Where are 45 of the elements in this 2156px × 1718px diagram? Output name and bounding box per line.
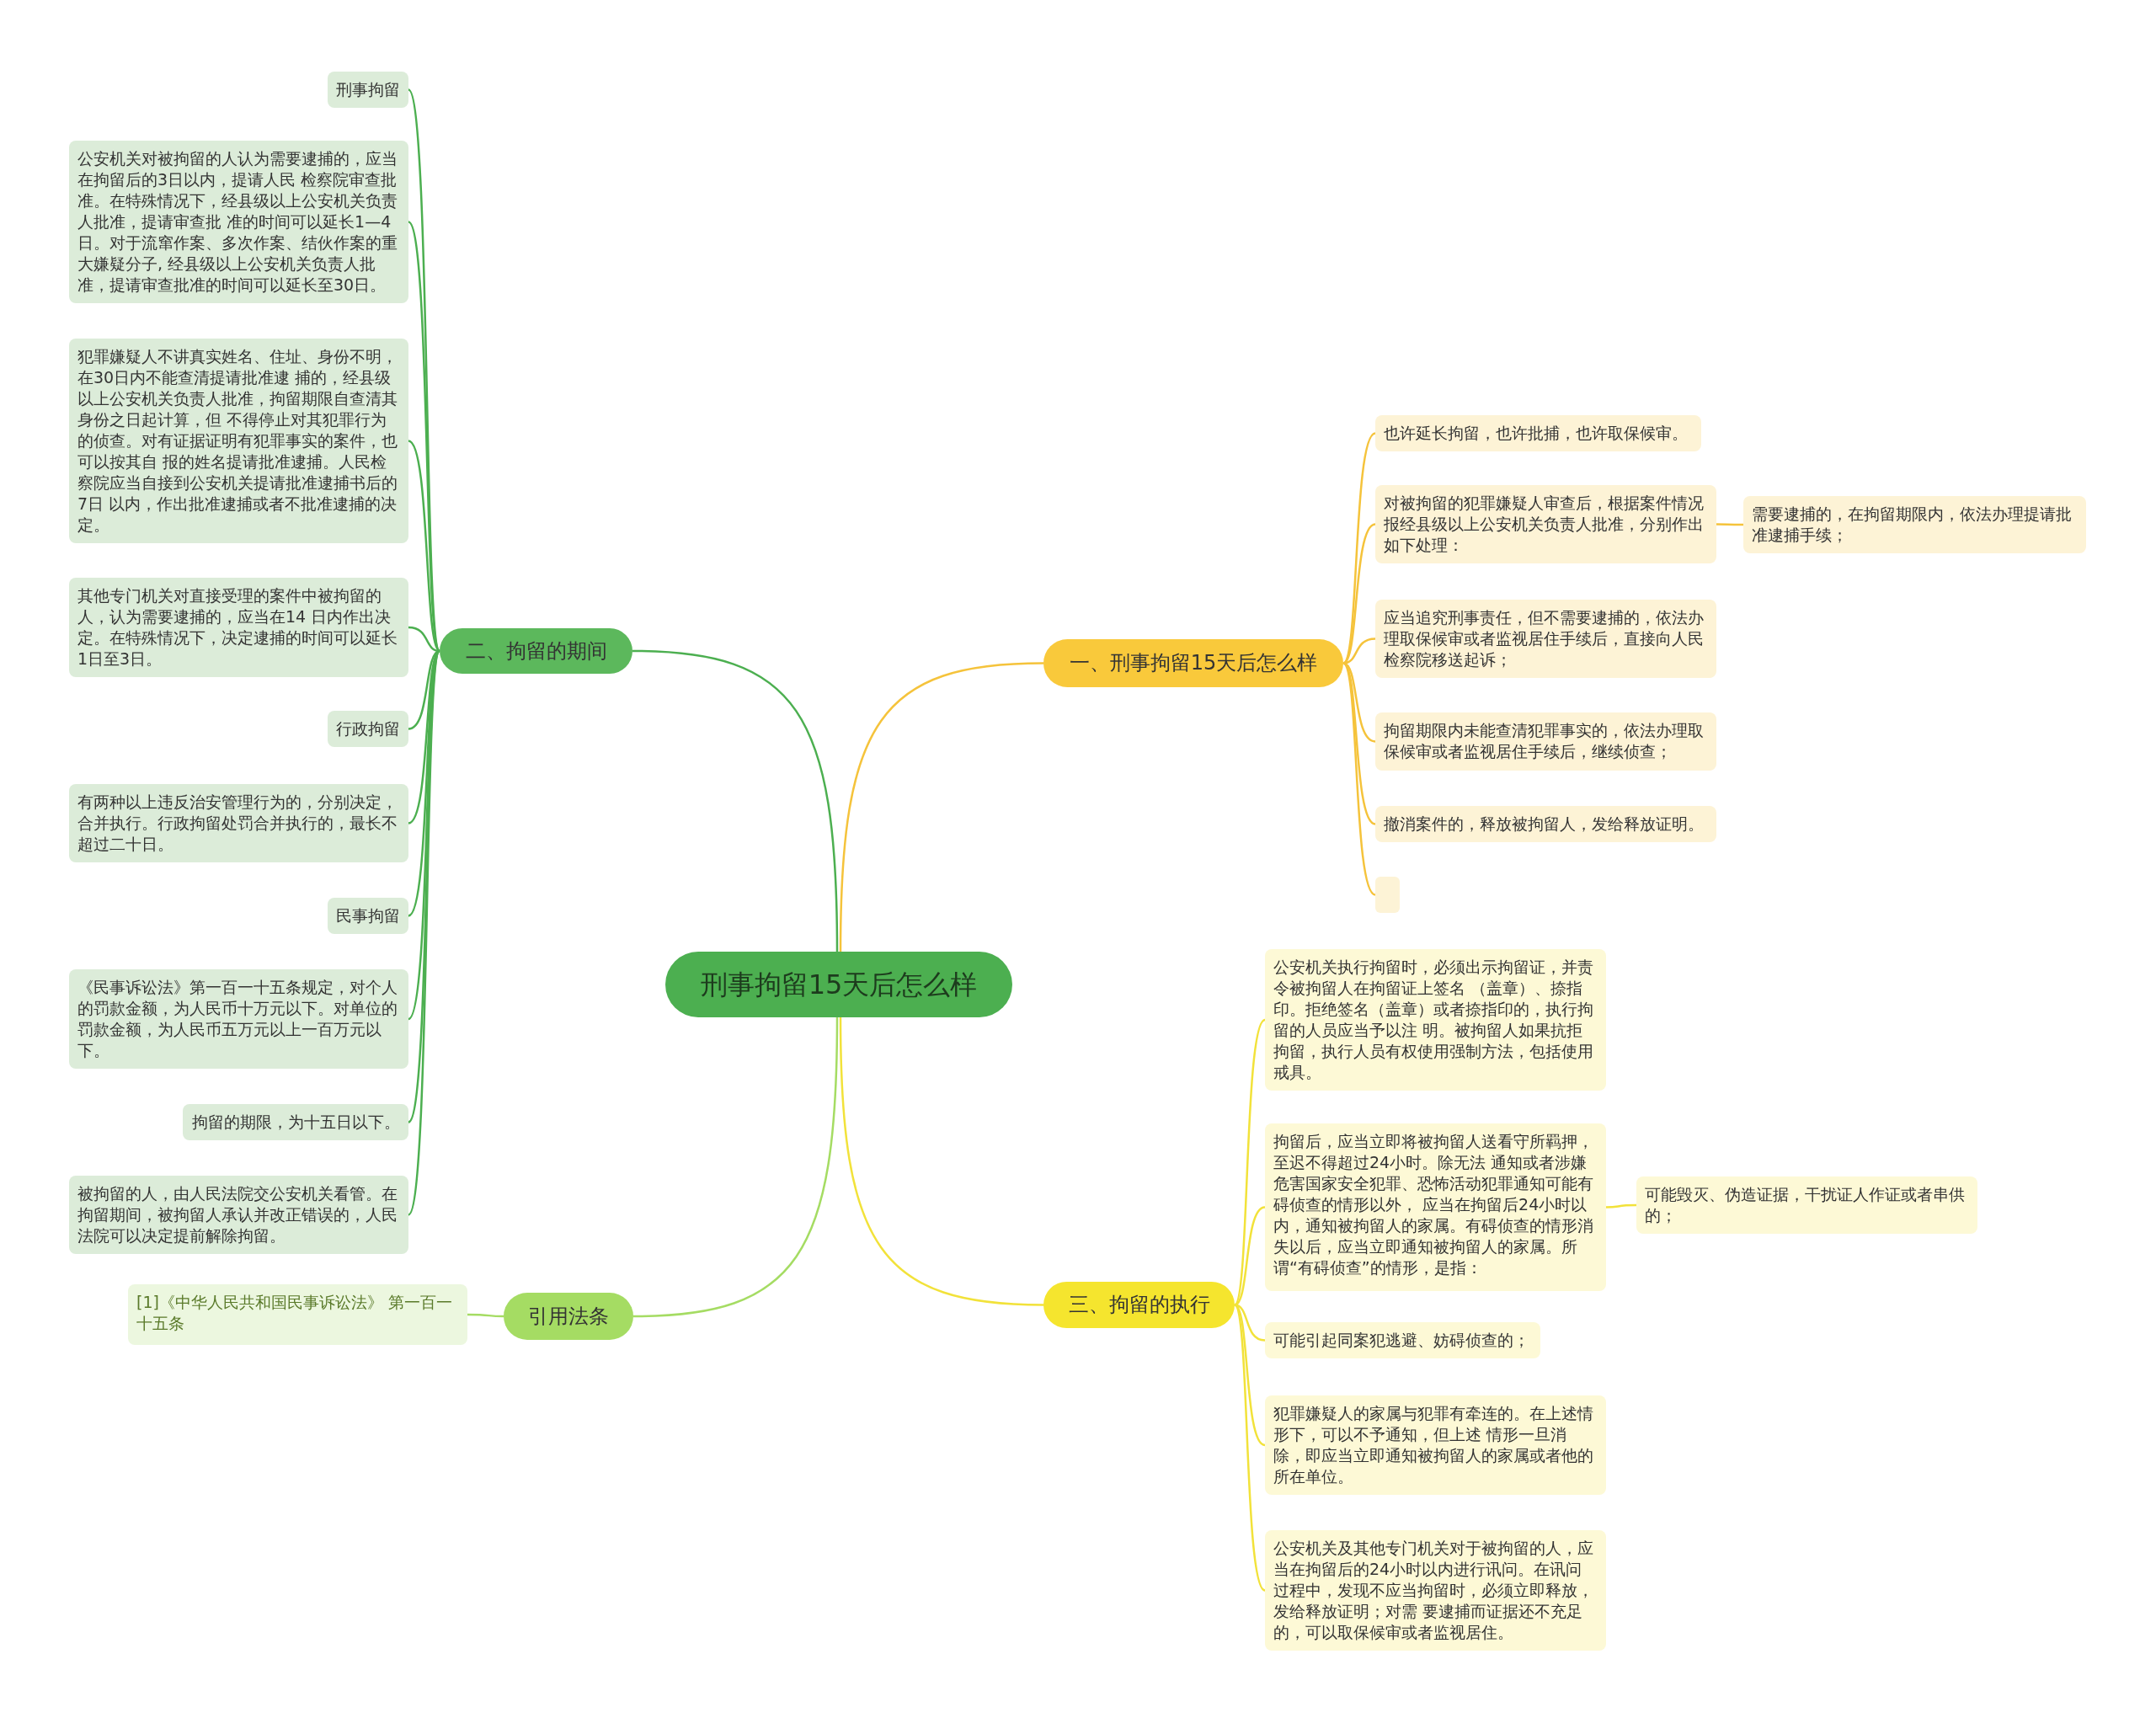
connector-line <box>1606 1203 1636 1208</box>
text-box: 可能引起同案犯逃避、妨碍侦查的； <box>1265 1322 1540 1358</box>
connector-line <box>1342 662 1376 896</box>
text-box: 拘留的期限，为十五日以下。 <box>183 1104 408 1140</box>
topic-box: 引用法条 <box>504 1293 633 1340</box>
connector-line <box>1234 1304 1266 1447</box>
text-box: 其他专门机关对直接受理的案件中被拘留的人，认为需要逮捕的，应当在14 日内作出决定。在特殊情况下，决定逮捕的时间可以延长1日至3日。 <box>69 578 408 677</box>
topic-box: 三、拘留的执行 <box>1043 1282 1235 1328</box>
text-box: 行政拘留 <box>328 711 408 747</box>
connector-line <box>1342 523 1376 664</box>
text-box: 公安机关执行拘留时，必须出示拘留证，并责令被拘留人在拘留证上签名 （盖章）、捺指印。拒绝签名（盖章）或者捺指印的，执行拘留的人员应当予以注 明。被拘留人如果抗拒拘留，执行人员有权使用强制方法，包括使用戒具。 <box>1265 949 1606 1091</box>
text-box: 有两种以上违反治安管理行为的，分别决定，合并执行。行政拘留处罚合并执行的，最长不超过二十日。 <box>69 784 408 862</box>
connector-line <box>1342 662 1376 825</box>
text-box: [1]《中华人民共和国民事诉讼法》 第一百一十五条 <box>128 1284 467 1345</box>
text-box: 对被拘留的犯罪嫌疑人审查后，根据案件情况报经县级以上公安机关负责人批准，分别作出如下处理： <box>1375 485 1716 563</box>
text-box: 拘留期限内未能查清犯罪事实的，依法办理取保候审或者监视居住手续后，继续侦查； <box>1375 712 1716 771</box>
connector-line <box>1233 1019 1266 1306</box>
text-box: 犯罪嫌疑人的家属与犯罪有牵连的。在上述情形下，可以不予通知，但上述 情形一旦消除，即应当立即通知被拘留人的家属或者他的所在单位。 <box>1265 1395 1606 1495</box>
text-box: 被拘留的人，由人民法院交公安机关看管。在拘留期间，被拘留人承认并改正错误的，人民法院可以决定提前解除拘留。 <box>69 1176 408 1254</box>
central-topic-box: 刑事拘留15天后怎么样 <box>665 952 1012 1017</box>
text-box: 拘留后，应当立即将被拘留人送看守所羁押，至迟不得超过24小时。除无法 通知或者涉嫌危害国家安全犯罪、恐怖活动犯罪通知可能有碍侦查的情形以外， 应当在拘留后24小时以内，通知被拘留人的家属。有碍侦查的情形消失以后，应当立即通知被拘留人的家属。所谓“有碍侦查”的情形，是指： <box>1265 1123 1606 1291</box>
text-box: 民事拘留 <box>328 898 408 934</box>
connector-line <box>1234 1206 1266 1306</box>
text-box: 可能毁灭、伪造证据，干扰证人作证或者串供的； <box>1636 1176 1977 1234</box>
connector-line <box>839 1016 1044 1306</box>
connector-line <box>839 662 1044 952</box>
text-box: 需要逮捕的，在拘留期限内，依法办理提请批准逮捕手续； <box>1743 496 2086 553</box>
connector-line <box>408 440 440 652</box>
topic-box: 二、拘留的期间 <box>440 628 632 674</box>
text-box: 应当追究刑事责任，但不需要逮捕的，依法办理取保候审或者监视居住手续后，直接向人民检察院移送起诉； <box>1375 600 1716 678</box>
connector-line <box>632 1016 839 1318</box>
text-box: 《民事诉讼法》第一百一十五条规定，对个人的罚款金额，为人民币十万元以下。对单位的罚款金额，为人民币五万元以上一百万元以下。 <box>69 969 408 1069</box>
connector-line <box>467 1313 504 1318</box>
connector-line <box>1342 432 1376 664</box>
text-box: 刑事拘留 <box>328 72 408 108</box>
connector-line <box>1233 1304 1266 1592</box>
empty-box <box>1375 877 1400 913</box>
text-box: 也许延长拘留，也许批捕，也许取保候审。 <box>1375 415 1701 451</box>
connector-line <box>1716 523 1743 526</box>
text-box: 撤消案件的，释放被拘留人，发给释放证明。 <box>1375 806 1716 842</box>
text-box: 公安机关对被拘留的人认为需要逮捕的，应当在拘留后的3日以内，提请人民 检察院审查批准。在特殊情况下，经县级以上公安机关负责人批准，提请审查批 准的时间可以延长1—4日。对于流窜作案、多次作案、结伙作案的重大嫌疑分子, 经县级以上公安机关负责人批准，提请审查批准的时间可以延长至30日。 <box>69 141 408 303</box>
connector-line <box>632 649 839 952</box>
text-box: 犯罪嫌疑人不讲真实姓名、住址、身份不明，在30日内不能查清提请批准逮 捕的，经县级以上公安机关负责人批准，拘留期限自查清其身份之日起计算，但 不得停止对其犯罪行为的侦查。对有证据证明有犯罪事实的案件，也可以按其自 报的姓名提请批准逮捕。人民检察院应当自接到公安机关提请批准逮捕书后的7日 以内，作出批准逮捕或者不批准逮捕的决定。 <box>69 339 408 543</box>
text-box: 公安机关及其他专门机关对于被拘留的人，应当在拘留后的24小时以内进行讯问。在讯问过程中，发现不应当拘留时，必须立即释放，发给释放证明；对需 要逮捕而证据还不充足的，可以取保候审或者监视居住。 <box>1265 1530 1606 1651</box>
topic-box: 一、刑事拘留15天后怎么样 <box>1043 639 1343 687</box>
